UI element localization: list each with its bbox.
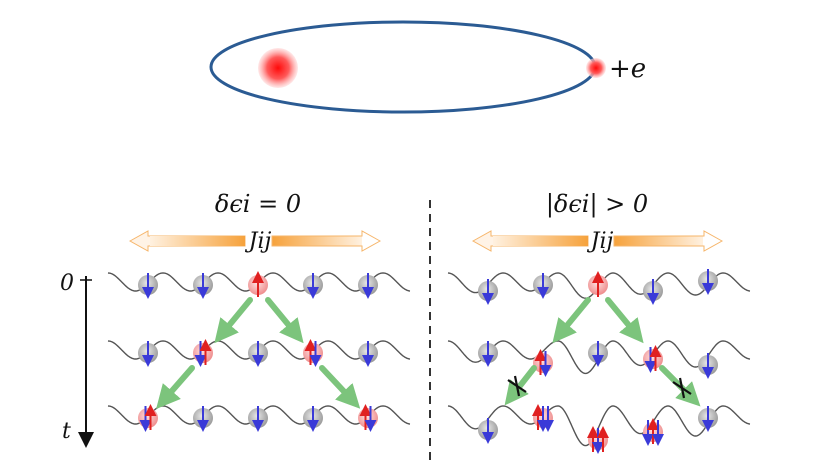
positive-charge-dot: [586, 58, 606, 78]
blocked-cross-icon: [513, 375, 521, 397]
right-coupling-arrow: Jij: [471, 229, 724, 254]
lattice-site: [138, 408, 158, 428]
left-coupling-arrow: Jij: [128, 229, 382, 254]
nucleus-charge-cloud: [258, 48, 298, 88]
time-start-label: 0: [60, 271, 74, 296]
orbit-section: +e: [209, 20, 646, 114]
hop-arrow-icon: [659, 365, 701, 407]
lattice-rows: [107, 269, 751, 454]
hop-arrow-icon: [552, 297, 591, 344]
hop-arrow-icon: [504, 365, 537, 406]
hop-arrow-icon: [214, 297, 253, 344]
time-axis: 0 t: [60, 271, 94, 448]
left-coupling-label: Jij: [245, 229, 272, 254]
coupling-arrow-icon: [613, 230, 724, 252]
lattice-site: [358, 408, 378, 428]
hop-arrow-icon: [265, 297, 304, 344]
hop-arrow-icon: [156, 365, 195, 410]
left-condition-label: δϵi = 0: [215, 190, 301, 218]
hop-arrow-icon: [605, 297, 644, 344]
coupling-arrow-icon: [271, 230, 382, 252]
hop-arrow-icon: [319, 365, 361, 409]
hopping-arrows: [156, 297, 701, 410]
right-coupling-label: Jij: [587, 229, 614, 254]
blocked-cross-icon: [678, 377, 686, 399]
lattice-site: [303, 343, 323, 363]
right-condition-label: |δϵi| > 0: [546, 190, 648, 219]
lattice-site: [193, 343, 213, 363]
charge-label: +e: [609, 54, 646, 84]
time-end-label: t: [62, 419, 71, 444]
